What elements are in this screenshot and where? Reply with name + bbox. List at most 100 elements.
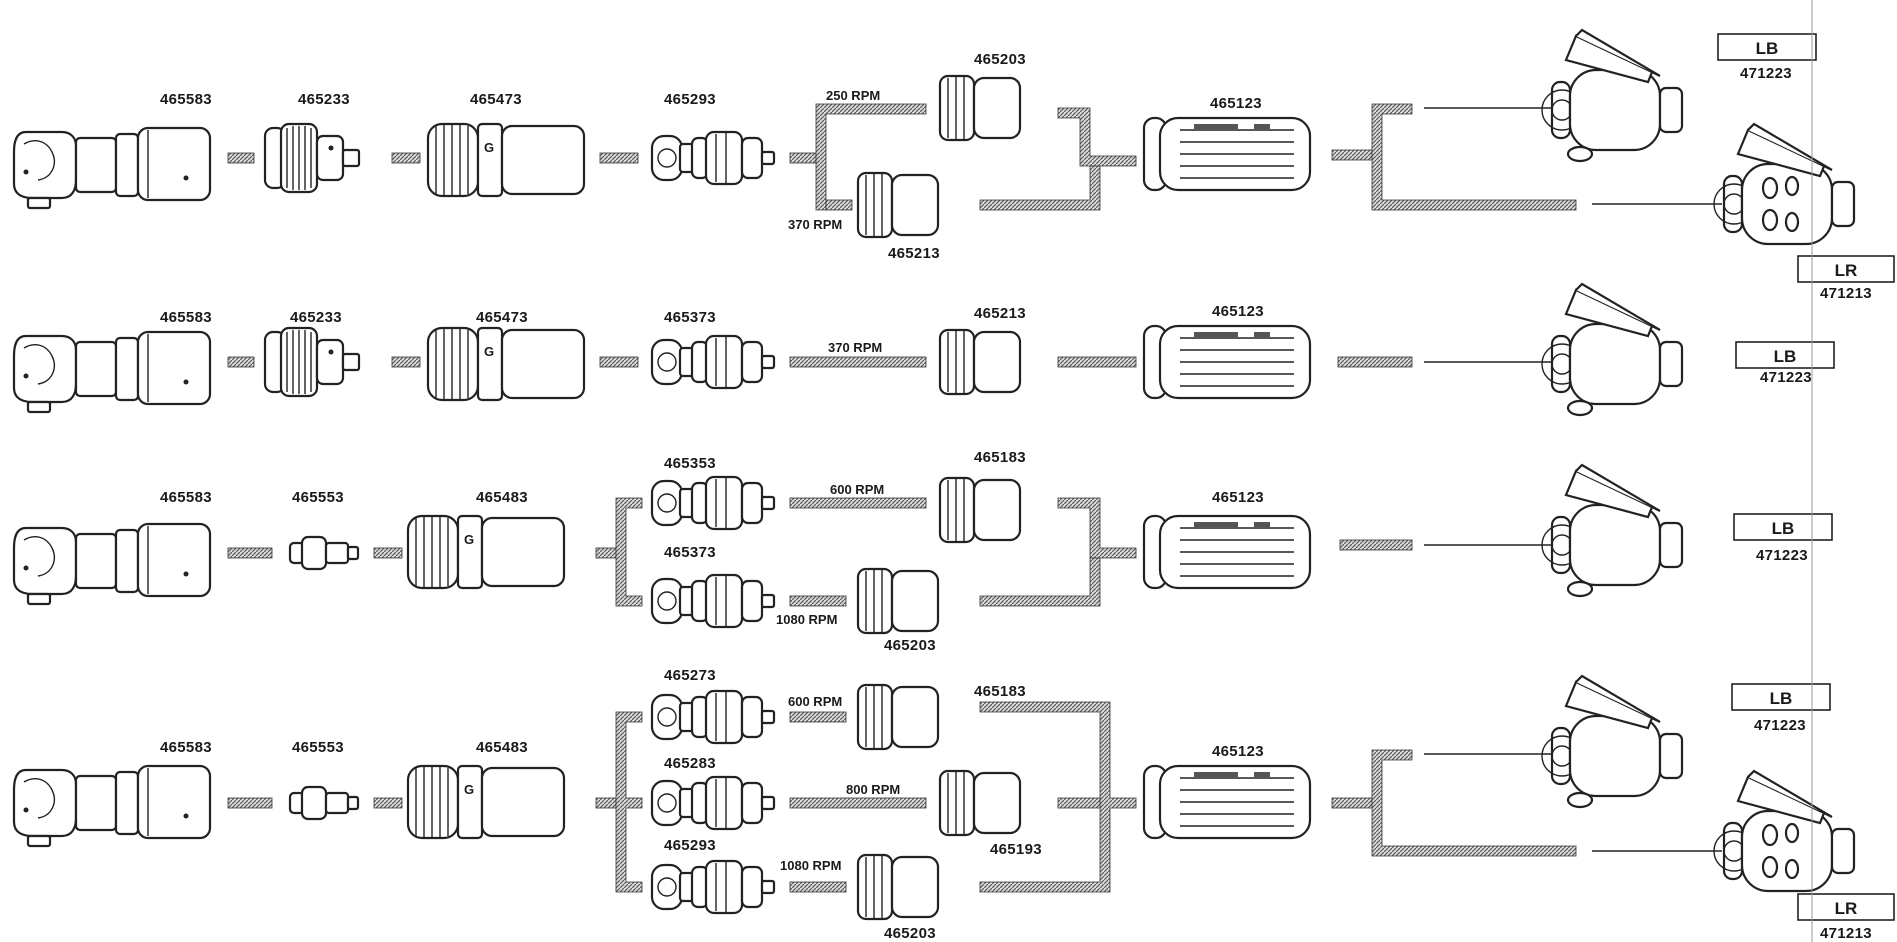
part-label: 465123 bbox=[1212, 303, 1264, 320]
connector bbox=[1332, 798, 1372, 808]
angle-head-465583 bbox=[14, 524, 210, 604]
gear-465293 bbox=[652, 132, 774, 184]
coupling-465483 bbox=[408, 766, 564, 838]
connector bbox=[790, 882, 846, 892]
gear-465373 bbox=[652, 575, 774, 627]
coupling-465483 bbox=[408, 516, 564, 588]
connector bbox=[392, 153, 420, 163]
motor-465123 bbox=[1144, 326, 1310, 398]
angle-head-465583 bbox=[14, 128, 210, 208]
connector bbox=[1332, 150, 1372, 160]
part-label: 471223 bbox=[1760, 369, 1812, 386]
lever-handle-lr bbox=[1714, 771, 1854, 891]
part-label: 465293 bbox=[664, 91, 716, 108]
part-label: 465553 bbox=[292, 489, 344, 506]
merge-connector-bottom bbox=[980, 166, 1100, 210]
rpm-label: 250 RPM bbox=[826, 88, 880, 103]
part-label: 465353 bbox=[664, 455, 716, 472]
branch-connector bbox=[616, 498, 642, 606]
lever-handle-lr bbox=[1714, 124, 1854, 244]
spacer-465203 bbox=[858, 569, 938, 633]
connector bbox=[790, 153, 816, 163]
connector bbox=[600, 153, 638, 163]
lb-badge-text: LB bbox=[1770, 689, 1793, 708]
part-label: 465203 bbox=[884, 925, 936, 942]
lever-handle-lb bbox=[1542, 30, 1682, 161]
merge-connector-bottom bbox=[980, 558, 1100, 606]
part-label: 465233 bbox=[298, 91, 350, 108]
part-label: 465373 bbox=[664, 309, 716, 326]
part-label: 465213 bbox=[888, 245, 940, 262]
pin-465553 bbox=[290, 787, 358, 819]
lr-badge-text: LR bbox=[1835, 899, 1858, 918]
connector bbox=[1058, 798, 1100, 808]
part-label: 465483 bbox=[476, 489, 528, 506]
lb-badge-text: LB bbox=[1774, 347, 1797, 366]
coupling-465473 bbox=[428, 328, 584, 400]
connector bbox=[1340, 540, 1412, 550]
connector bbox=[1338, 357, 1412, 367]
angle-head-465583 bbox=[14, 766, 210, 846]
part-label: 465123 bbox=[1212, 743, 1264, 760]
gear-465283 bbox=[652, 777, 774, 829]
connector bbox=[790, 357, 926, 367]
part-label: 465203 bbox=[974, 51, 1026, 68]
connector bbox=[826, 200, 852, 210]
lever-handle-lb bbox=[1542, 465, 1682, 596]
spacer-465213 bbox=[940, 330, 1020, 394]
part-label: 465373 bbox=[664, 544, 716, 561]
part-label: 465233 bbox=[290, 309, 342, 326]
part-label: 465203 bbox=[884, 637, 936, 654]
connector bbox=[1058, 357, 1136, 367]
rpm-label: 1080 RPM bbox=[776, 612, 837, 627]
spacer-465183 bbox=[858, 685, 938, 749]
part-label: 465123 bbox=[1210, 95, 1262, 112]
connector bbox=[596, 798, 616, 808]
rpm-label: 600 RPM bbox=[830, 482, 884, 497]
part-label: 465483 bbox=[476, 739, 528, 756]
connector bbox=[228, 798, 272, 808]
spacer-465193 bbox=[940, 771, 1020, 835]
part-label: 465583 bbox=[160, 309, 212, 326]
adaptor-465233 bbox=[265, 124, 359, 192]
part-label: 465283 bbox=[664, 755, 716, 772]
spacer-465203 bbox=[858, 855, 938, 919]
motor-465123 bbox=[1144, 118, 1310, 190]
spacer-465183 bbox=[940, 478, 1020, 542]
row-4: 465583 465553 465483 465273 465283 46529… bbox=[14, 667, 1894, 942]
part-label: 465583 bbox=[160, 739, 212, 756]
connector bbox=[790, 498, 926, 508]
angle-head-465583 bbox=[14, 332, 210, 412]
motor-465123 bbox=[1144, 766, 1310, 838]
rpm-label: 600 RPM bbox=[788, 694, 842, 709]
row-3: 465583 465553 465483 465353 465373 46518… bbox=[14, 449, 1832, 654]
connector bbox=[392, 357, 420, 367]
part-label: 471223 bbox=[1756, 547, 1808, 564]
part-label: 465273 bbox=[664, 667, 716, 684]
connector bbox=[790, 798, 926, 808]
lever-handle-lb bbox=[1542, 284, 1682, 415]
connector bbox=[790, 596, 846, 606]
merge-connector-top bbox=[1058, 108, 1136, 166]
adaptor-465233 bbox=[265, 328, 359, 396]
merge-connector-top bbox=[1058, 498, 1136, 558]
part-label: 471223 bbox=[1754, 717, 1806, 734]
part-label: 471213 bbox=[1820, 285, 1872, 302]
part-label: 465193 bbox=[990, 841, 1042, 858]
branch-connector bbox=[616, 712, 642, 892]
gear-465373 bbox=[652, 336, 774, 388]
part-label: 465183 bbox=[974, 683, 1026, 700]
part-label: 465123 bbox=[1212, 489, 1264, 506]
pin-465553 bbox=[290, 537, 358, 569]
gear-465273 bbox=[652, 691, 774, 743]
connector bbox=[596, 548, 616, 558]
part-label: 465583 bbox=[160, 489, 212, 506]
connector bbox=[600, 357, 638, 367]
rpm-label: 370 RPM bbox=[788, 217, 842, 232]
part-label: 465473 bbox=[470, 91, 522, 108]
gear-465293 bbox=[652, 861, 774, 913]
part-label: 465293 bbox=[664, 837, 716, 854]
connector bbox=[374, 548, 402, 558]
part-label: 465473 bbox=[476, 309, 528, 326]
